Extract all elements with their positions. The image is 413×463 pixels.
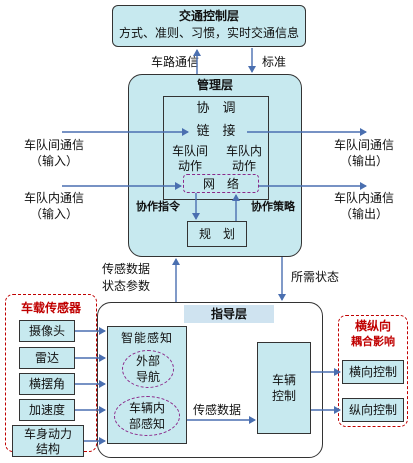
- traffic-control-box: [112, 5, 306, 47]
- sensor-yaw-box: [19, 373, 75, 395]
- planning-label: 规 划: [198, 227, 235, 241]
- right-intra-output-line1: 车队内通信: [333, 191, 394, 205]
- inter-action-line1: 车队间: [171, 144, 208, 158]
- vehicle-control-line2: 控制: [271, 389, 296, 403]
- intra-action-line2: 动作: [231, 159, 256, 173]
- body-dynamics-line2: 结构: [35, 442, 60, 456]
- traffic-control-content: 方式、准则、习惯，实时交通信息: [118, 26, 299, 40]
- management-inner-box: [163, 96, 269, 200]
- sensor-camera-box: [19, 320, 75, 342]
- right-inter-output-line1: 车队间通信: [333, 138, 394, 152]
- internal-sense-line2: 部感知: [128, 417, 165, 431]
- sensor-radar-label: 雷达: [34, 351, 59, 365]
- coop-strategy-label: 协作策略: [251, 200, 295, 213]
- lateral-control-label: 横向控制: [348, 365, 397, 379]
- longitudinal-control-box: [342, 398, 404, 422]
- longitudinal-control-label: 纵向控制: [348, 403, 397, 417]
- coupling-title-line1: 横纵向: [354, 319, 391, 333]
- coordinate-label: 协 调: [196, 101, 236, 116]
- sensor-accel-label: 加速度: [28, 403, 65, 417]
- sensor-camera-label: 摄像头: [28, 324, 65, 338]
- link-label: 链 接: [196, 124, 236, 139]
- sensor-data-line1: 传感数据: [102, 262, 151, 276]
- external-nav-line1: 外部: [135, 354, 160, 368]
- sensor-yaw-label: 横摆角: [28, 377, 65, 391]
- management-layer-box: [128, 74, 302, 257]
- inter-action-line2: 动作: [177, 159, 202, 173]
- guidance-title-bar: [184, 305, 274, 323]
- internal-sense-oval: [114, 396, 180, 436]
- sensor-data-line2: 状态参数: [102, 279, 151, 293]
- onboard-sensors-title: 车载传感器: [20, 301, 81, 315]
- right-inter-output-line2: （输出）: [339, 154, 388, 168]
- network-label: 网 络: [202, 177, 239, 191]
- sensor-accel-box: [19, 399, 75, 421]
- smart-perception-label: 智能感知: [120, 331, 173, 345]
- sensor-radar-box: [19, 347, 75, 369]
- body-dynamics-line1: 车身动力: [23, 427, 72, 441]
- required-state-label: 所需状态: [291, 270, 340, 284]
- coupling-title-line2: 耦合影响: [351, 335, 395, 348]
- internal-sense-line1: 车辆内: [128, 401, 165, 415]
- traffic-control-title: 交通控制层: [178, 9, 239, 23]
- vehicle-control-line1: 车辆: [271, 373, 296, 387]
- v2r-label: 车路通信: [151, 55, 200, 69]
- planning-box: [187, 221, 247, 247]
- intra-action-line1: 车队内: [225, 144, 262, 158]
- left-inter-input-line2: （输入）: [29, 154, 78, 168]
- left-intra-input-line1: 车队内通信: [23, 191, 84, 205]
- management-layer-title: 管理层: [196, 78, 233, 92]
- external-nav-line2: 导航: [135, 370, 160, 384]
- network-box: [183, 174, 259, 193]
- vehicle-control-box: [257, 342, 311, 434]
- left-inter-input-line1: 车队间通信: [23, 138, 84, 152]
- right-intra-output-line2: （输出）: [339, 207, 388, 221]
- lateral-control-box: [342, 360, 404, 384]
- coop-command-label: 协作指令: [136, 200, 180, 213]
- left-intra-input-line2: （输入）: [29, 207, 78, 221]
- body-dynamics-box: [12, 425, 84, 457]
- sense-data-label: 传感数据: [193, 403, 242, 417]
- guidance-layer-title: 指导层: [210, 307, 247, 321]
- standard-label: 标准: [262, 55, 287, 69]
- external-nav-oval: [122, 350, 174, 388]
